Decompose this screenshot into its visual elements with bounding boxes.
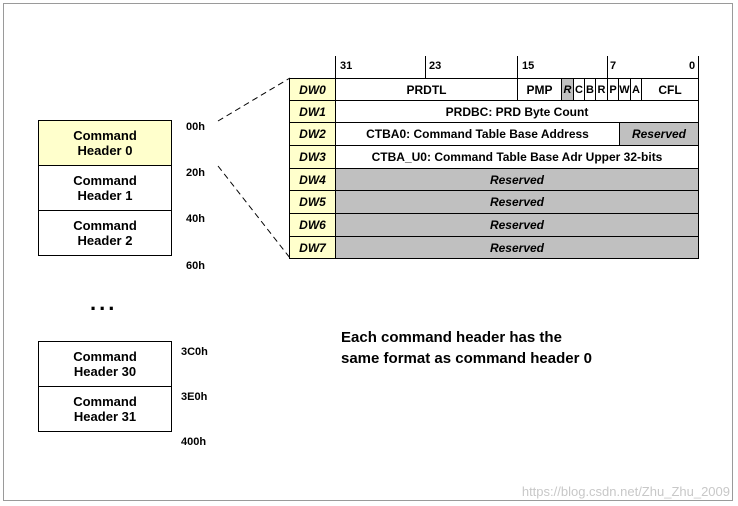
command-header-2: Command Header 2 [38, 210, 172, 256]
bit-31-label: 31 [340, 60, 353, 72]
offset-label: 60h [186, 260, 205, 272]
bit-tick [335, 56, 336, 78]
offset-label: 3E0h [181, 391, 208, 403]
command-header-31-label: Command Header 31 [73, 394, 137, 424]
cfl-field: CFL [641, 78, 699, 101]
watermark: https://blog.csdn.net/Zhu_Zhu_2009 [521, 484, 730, 499]
dw4-label: DW4 [289, 168, 336, 191]
bit-0-label: 0 [689, 60, 696, 72]
dw3-label: DW3 [289, 145, 336, 169]
offset-label: 20h [186, 167, 205, 179]
command-header-2-label: Command Header 2 [73, 218, 137, 248]
dw7-label: DW7 [289, 236, 336, 259]
bit-tick [607, 56, 608, 78]
bit-tick [517, 56, 518, 78]
format-note: Each command header has the same format … [341, 327, 592, 369]
command-header-1-label: Command Header 1 [73, 173, 137, 203]
dw6-reserved-field: Reserved [335, 213, 699, 237]
ellipsis: ... [90, 290, 118, 315]
dw2-reserved-field: Reserved [619, 122, 699, 146]
command-header-31: Command Header 31 [38, 386, 172, 432]
bit-7-label: 7 [610, 60, 617, 72]
bit-tick [698, 56, 699, 78]
offset-label: 00h [186, 121, 205, 133]
dw4-reserved-field: Reserved [335, 168, 699, 191]
command-header-30: Command Header 30 [38, 341, 172, 387]
command-header-30-label: Command Header 30 [73, 349, 137, 379]
dw2-label: DW2 [289, 122, 336, 146]
diagram-frame [3, 3, 733, 501]
dw7-reserved-field: Reserved [335, 236, 699, 259]
pmp-field: PMP [517, 78, 562, 101]
bit-23-label: 23 [429, 60, 442, 72]
prdtl-field: PRDTL [335, 78, 518, 101]
offset-label: 40h [186, 213, 205, 225]
dw5-reserved-field: Reserved [335, 190, 699, 214]
format-note-line2: same format as command header 0 [341, 350, 592, 367]
dw1-label: DW1 [289, 100, 336, 123]
offset-label: 400h [181, 436, 207, 448]
bit-tick [425, 56, 426, 78]
command-header-0-label: Command Header 0 [73, 128, 137, 158]
dw0-label: DW0 [289, 78, 336, 101]
command-header-1: Command Header 1 [38, 165, 172, 211]
ctba-u0-field: CTBA_U0: Command Table Base Adr Upper 32… [335, 145, 699, 169]
bit-15-label: 15 [522, 60, 535, 72]
ctba0-field: CTBA0: Command Table Base Address [335, 122, 620, 146]
dw6-label: DW6 [289, 213, 336, 237]
prdbc-field: PRDBC: PRD Byte Count [335, 100, 699, 123]
offset-label: 3C0h [181, 346, 208, 358]
dw5-label: DW5 [289, 190, 336, 214]
format-note-line1: Each command header has the [341, 329, 562, 346]
